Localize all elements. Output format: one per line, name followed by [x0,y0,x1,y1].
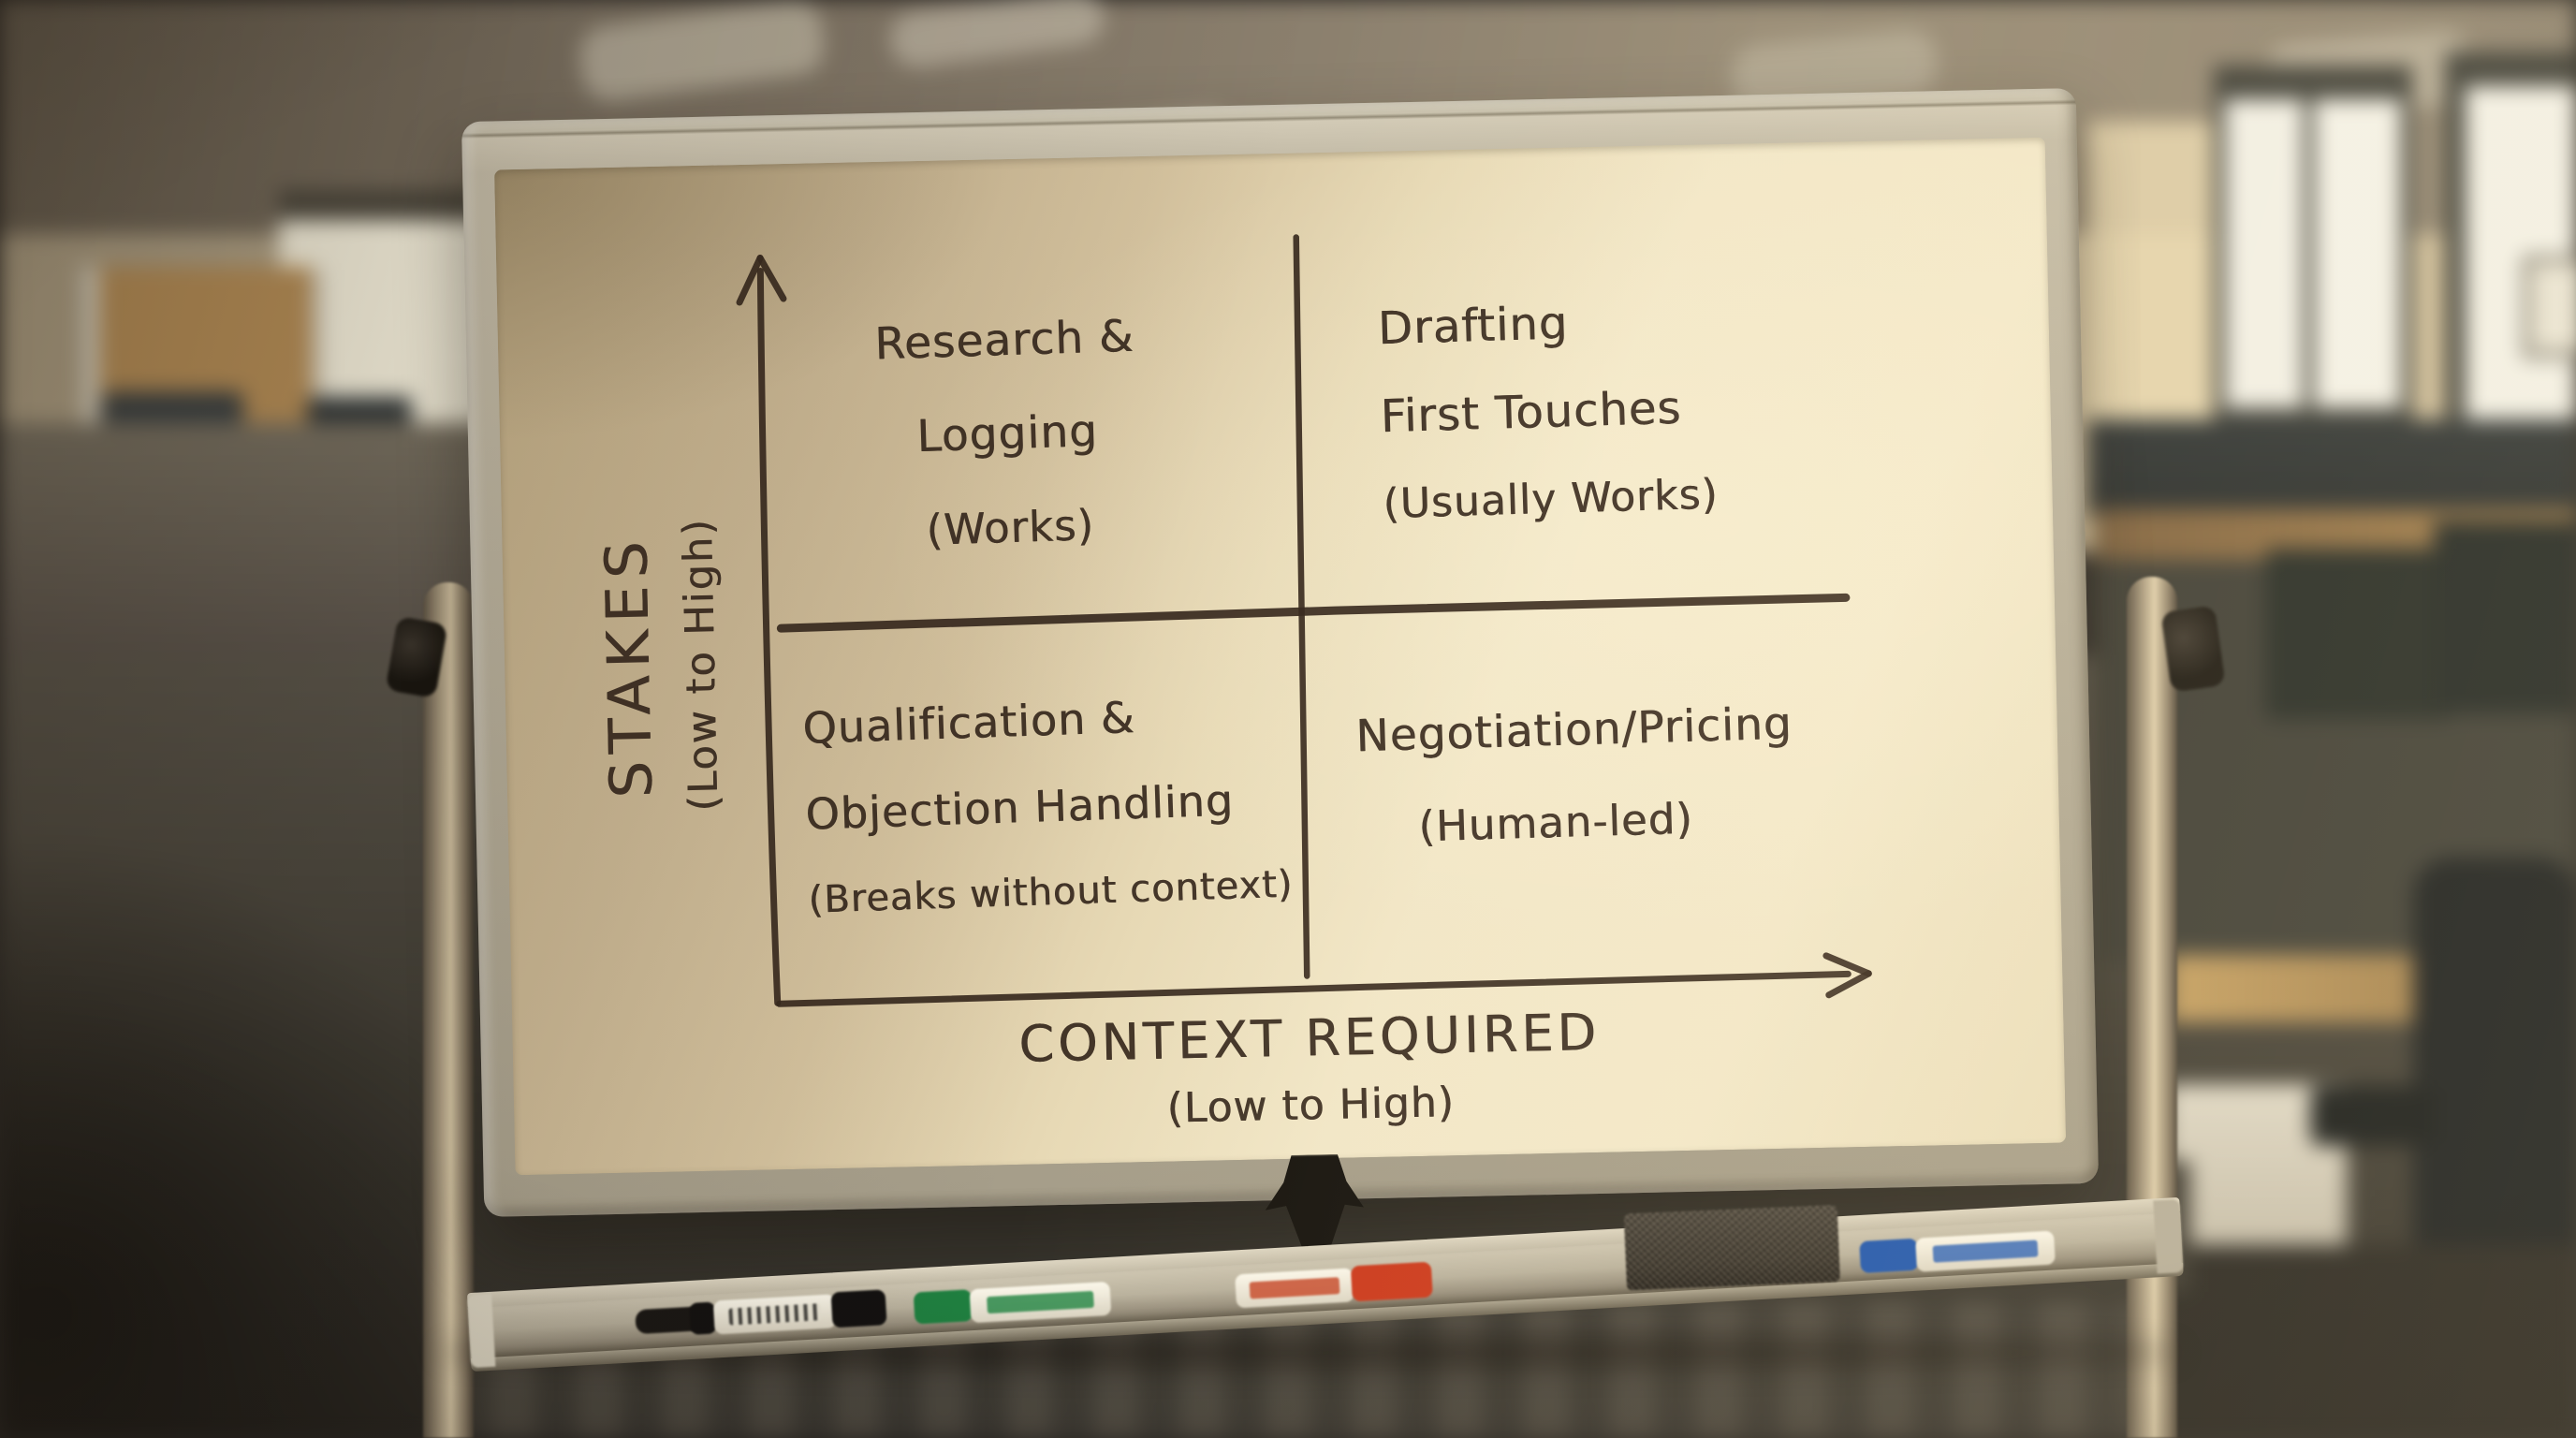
quadrant-line: Objection Handling [804,774,1235,840]
window-pane [2225,99,2304,408]
office-chair-arm [2310,1086,2436,1146]
cubicle-partition [2087,419,2576,517]
quadrant-note: (Breaks without context) [807,862,1294,922]
black-marker-label [727,1303,822,1326]
x-axis-label: CONTEXT REQUIRED (Low to High) [981,998,1639,1147]
tilt-knob-right [2160,605,2226,693]
monitor-silhouette [2434,521,2576,713]
quadrant-note: (Usually Works) [1382,470,1720,529]
x-axis-title: CONTEXT REQUIRED [1017,1002,1601,1074]
floor-shadow-corner [0,805,431,1438]
green-marker-cap [913,1289,973,1325]
black-marker [712,1294,837,1335]
quadrant-line: Drafting [1377,297,1569,356]
quadrant-top-right-label: Drafting First Touches (Usually Works) [1377,275,1720,550]
blue-marker-label [1932,1240,2039,1263]
quadrant-line: Research & [873,310,1135,371]
y-axis-label: STAKES (Low to High) [584,402,745,929]
red-marker-label [1249,1277,1340,1299]
window-pane [2314,99,2401,408]
stand-pole-right [2127,577,2177,1438]
stand-pole-left [423,582,474,1438]
tray-end-cap-left [467,1293,496,1369]
floor-shadow-right [2144,1245,2576,1438]
whiteboard: Research & Logging (Works) Drafting Firs… [461,88,2100,1217]
quadrant-line: Logging [915,405,1099,463]
green-marker-label [987,1290,1094,1314]
quadrant-note: (Human-led) [1417,793,1694,852]
quadrant-bottom-left-label: Qualification & Objection Handling (Brea… [801,669,1295,944]
tray-end-cap-right [2153,1198,2184,1274]
y-axis-range: (Low to High) [674,517,728,813]
quadrant-top-left-label: Research & Logging (Works) [772,286,1241,581]
sunlit-wall [2087,122,2237,477]
monitor-silhouette [2265,549,2452,719]
quadrant-note: (Works) [925,500,1095,555]
blue-marker-cap [1859,1238,1920,1274]
axes-drawing [736,234,1872,1007]
y-axis-title: STAKES [592,533,666,800]
eraser [1623,1204,1840,1291]
quadrant-line: Qualification & [801,692,1136,754]
black-marker-ring [688,1301,717,1335]
cork-board-edge [82,267,99,450]
quadrant-bottom-right-label: Negotiation/Pricing (Human-led) [1354,679,1796,875]
black-marker-tip [635,1306,696,1335]
picture-frame [2524,257,2576,358]
red-marker-cap [1350,1261,1433,1302]
black-marker-cap [830,1289,887,1328]
x-axis-range: (Low to High) [1166,1078,1456,1133]
red-marker [1235,1268,1354,1309]
quadrant-line: Negotiation/Pricing [1354,697,1793,763]
quadrant-line: First Touches [1379,381,1683,444]
window-header [279,190,492,220]
